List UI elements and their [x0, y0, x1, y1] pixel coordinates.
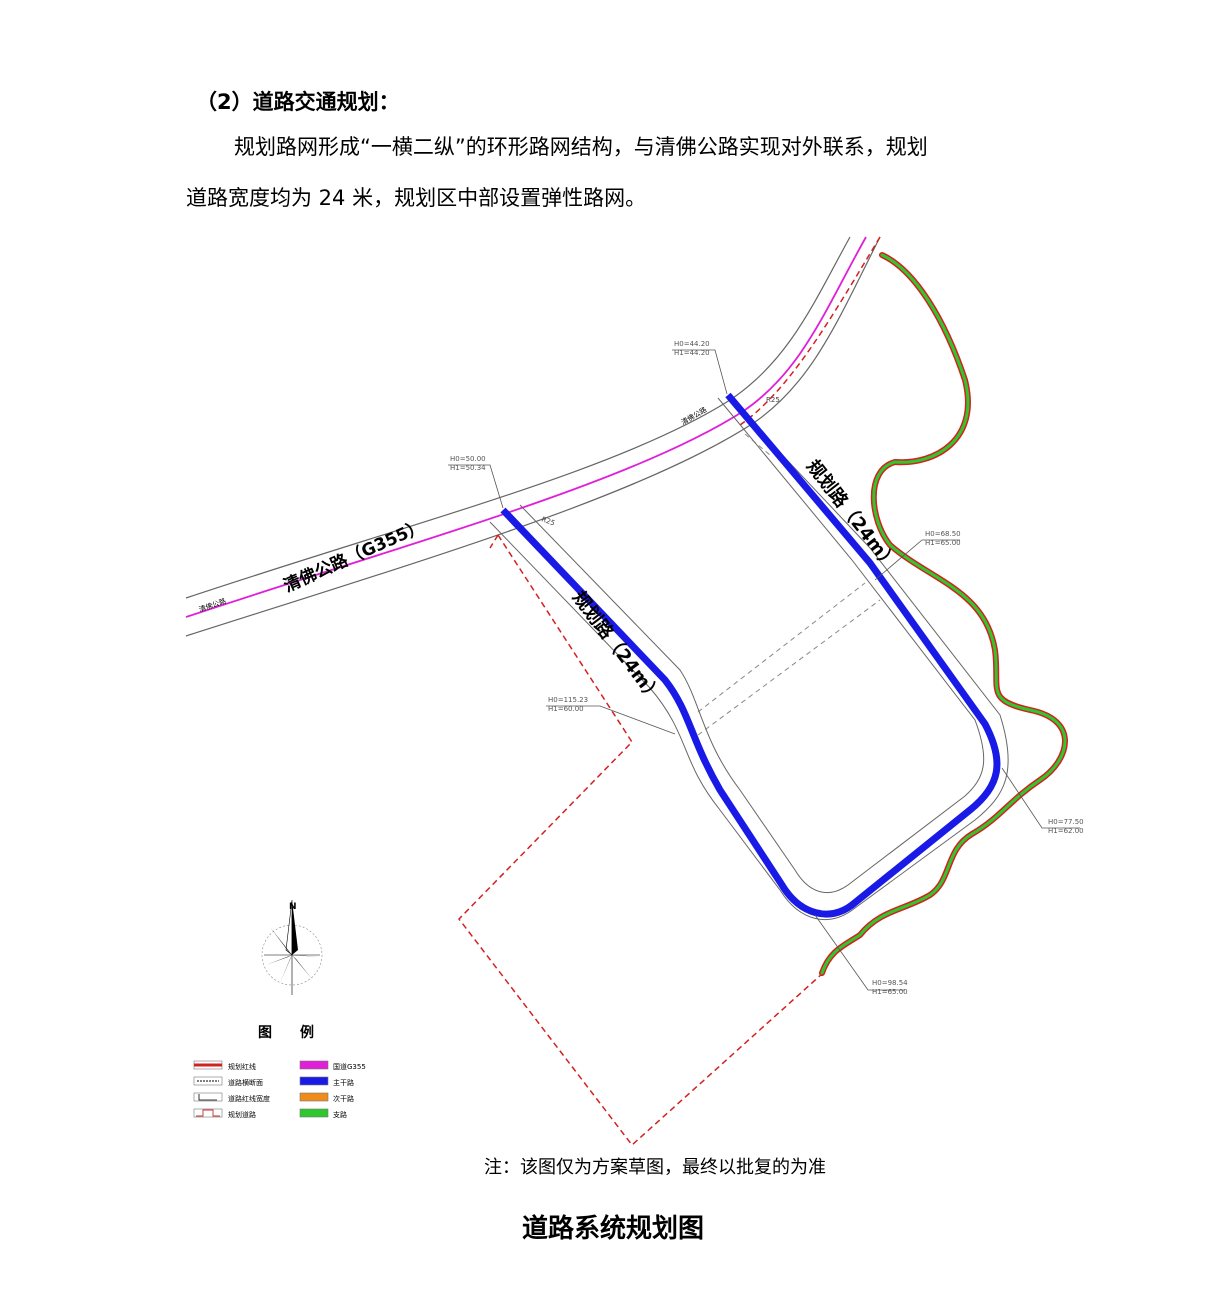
legend-item-cross-section: 道路横断面 [193, 1076, 263, 1087]
svg-text:N: N [289, 902, 297, 912]
highway-edge-north [185, 236, 851, 599]
legend-item-national-road: 国道G355 [299, 1060, 366, 1071]
legend: 图 例 规划红线 国道G355 道路横断面 主干路 道路红线宽度 次干路 [193, 1024, 366, 1119]
svg-text:H0=98.54: H0=98.54 [872, 979, 908, 987]
svg-text:道路红线宽度: 道路红线宽度 [228, 1094, 270, 1103]
svg-text:H1=65.00: H1=65.00 [925, 539, 961, 547]
radius-label-1: R25 [766, 396, 780, 404]
svg-text:H0=68.50: H0=68.50 [925, 530, 961, 538]
svg-text:主干路: 主干路 [333, 1078, 354, 1087]
radius-label-2: R25 [540, 515, 556, 527]
svg-text:H1=44.20: H1=44.20 [674, 349, 710, 357]
legend-item-main-road: 主干路 [299, 1076, 354, 1087]
svg-text:H1=60.00: H1=60.00 [548, 705, 584, 713]
elevation-annotation-3: H0=68.50 H1=65.00 [874, 530, 961, 581]
branch-road-river [819, 252, 1068, 976]
svg-text:国道G355: 国道G355 [333, 1062, 366, 1071]
elevation-annotation-6: H0=98.54 H1=65.00 [814, 914, 908, 996]
svg-text:H1=62.00: H1=62.00 [1048, 827, 1084, 835]
legend-item-boundary: 规划红线 [193, 1060, 256, 1071]
highway-label: 清佛公路（G355） [280, 516, 427, 597]
body-paragraph-line-2: 道路宽度均为 24 米，规划区中部设置弹性路网。 [186, 186, 647, 210]
road-right-label: 规划路（24m） [802, 456, 902, 575]
elevation-annotation-5: H0=77.50 H1=62.00 [1001, 767, 1084, 835]
svg-text:H1=65.00: H1=65.00 [872, 988, 908, 996]
svg-text:规划红线: 规划红线 [228, 1062, 256, 1071]
svg-text:支路: 支路 [333, 1110, 347, 1119]
section-heading: （2）道路交通规划： [196, 90, 400, 114]
elevation-annotation-2: H0=50.00 H1=50.34 [448, 455, 504, 509]
legend-item-width-marker: 道路红线宽度 [193, 1092, 270, 1103]
highway-small-label: 清佛公路 [198, 596, 227, 614]
elevation-annotation-4: H0=115.23 H1=60.00 [546, 696, 676, 735]
legend-title: 图 例 [258, 1024, 314, 1041]
highway-g355 [185, 236, 881, 637]
body-paragraph-line-1: 规划路网形成“一横二纵”的环形路网结构，与清佛公路实现对外联系，规划 [234, 135, 928, 159]
svg-text:H0=115.23: H0=115.23 [548, 696, 588, 704]
main-road-loop [500, 392, 1001, 918]
legend-item-branch-road: 支路 [299, 1108, 347, 1119]
svg-text:次干路: 次干路 [333, 1094, 354, 1103]
svg-text:H0=77.50: H0=77.50 [1048, 818, 1084, 826]
figure-caption: 道路系统规划图 [521, 1214, 704, 1244]
svg-text:H1=50.34: H1=50.34 [450, 464, 486, 472]
highway-edge-south [185, 236, 881, 637]
legend-item-secondary-road: 次干路 [299, 1092, 354, 1103]
svg-text:道路横断面: 道路横断面 [228, 1078, 263, 1087]
svg-text:规划道路: 规划道路 [228, 1110, 256, 1119]
planning-boundary [458, 236, 881, 1147]
legend-item-planned-road: 规划道路 [193, 1108, 256, 1119]
elevation-annotation-1: H0=44.20 H1=44.20 [672, 340, 728, 395]
map-note: 注：该图仅为方案草图，最终以批复的为准 [484, 1157, 826, 1178]
highway-centerline [185, 236, 867, 618]
north-arrow-icon: N [261, 899, 323, 995]
svg-text:H0=50.00: H0=50.00 [450, 455, 486, 463]
main-road-edges [489, 397, 1009, 921]
svg-text:H0=44.20: H0=44.20 [674, 340, 710, 348]
elastic-road-network [697, 433, 881, 736]
